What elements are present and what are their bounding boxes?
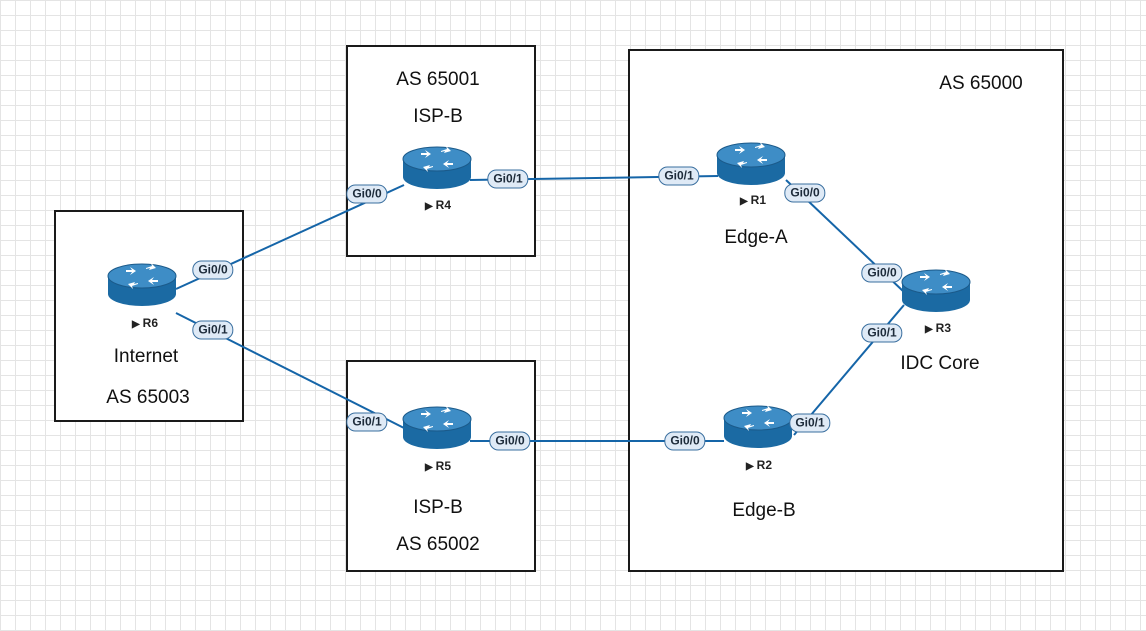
- area-isp-bottom: [346, 360, 536, 572]
- router-r6[interactable]: [106, 262, 178, 334]
- edge-a-name: Edge-A: [724, 227, 788, 248]
- idc-as: AS 65000: [939, 73, 1023, 94]
- router-icon: [107, 263, 177, 306]
- isp-top-name: ISP-B: [413, 106, 463, 127]
- port-r6-gi01[interactable]: Gi0/1: [192, 320, 234, 340]
- play-icon: ▶: [131, 319, 140, 330]
- port-r5-gi01[interactable]: Gi0/1: [346, 412, 388, 432]
- play-icon: ▶: [924, 324, 933, 335]
- router-r6-label: ▶R6: [131, 316, 159, 330]
- router-r4-label: ▶R4: [424, 198, 452, 212]
- area-internet: [54, 210, 244, 422]
- router-icon: [723, 405, 793, 448]
- port-r2-gi01[interactable]: Gi0/1: [789, 413, 831, 433]
- router-r5-label: ▶R5: [424, 459, 452, 473]
- router-r2-label: ▶R2: [745, 458, 773, 472]
- internet-as: AS 65003: [106, 387, 190, 408]
- edge-b-name: Edge-B: [732, 500, 796, 521]
- router-r5[interactable]: [401, 405, 473, 477]
- area-idc: [628, 49, 1064, 572]
- port-r1-gi01[interactable]: Gi0/1: [658, 166, 700, 186]
- port-r2-gi00[interactable]: Gi0/0: [664, 431, 706, 451]
- router-icon: [402, 146, 472, 189]
- router-r1-label: ▶R1: [739, 193, 767, 207]
- play-icon: ▶: [745, 461, 754, 472]
- router-icon: [716, 142, 786, 185]
- isp-bottom-name: ISP-B: [413, 497, 463, 518]
- idc-core-name: IDC Core: [900, 353, 980, 374]
- play-icon: ▶: [739, 196, 748, 207]
- port-r3-gi00[interactable]: Gi0/0: [861, 263, 903, 283]
- router-icon: [901, 269, 971, 312]
- port-r4-gi00[interactable]: Gi0/0: [346, 184, 388, 204]
- port-r5-gi00[interactable]: Gi0/0: [489, 431, 531, 451]
- port-r4-gi01[interactable]: Gi0/1: [487, 169, 529, 189]
- router-r3[interactable]: [900, 268, 972, 340]
- play-icon: ▶: [424, 201, 433, 212]
- router-icon: [402, 406, 472, 449]
- port-r3-gi01[interactable]: Gi0/1: [861, 323, 903, 343]
- isp-top-as: AS 65001: [396, 69, 480, 90]
- router-r1[interactable]: [715, 141, 787, 213]
- port-r1-gi00[interactable]: Gi0/0: [784, 183, 826, 203]
- router-r3-label: ▶R3: [924, 321, 952, 335]
- play-icon: ▶: [424, 462, 433, 473]
- isp-bottom-as: AS 65002: [396, 534, 480, 555]
- port-r6-gi00[interactable]: Gi0/0: [192, 260, 234, 280]
- router-r4[interactable]: [401, 145, 473, 217]
- router-r2[interactable]: [722, 404, 794, 476]
- internet-name: Internet: [113, 346, 179, 367]
